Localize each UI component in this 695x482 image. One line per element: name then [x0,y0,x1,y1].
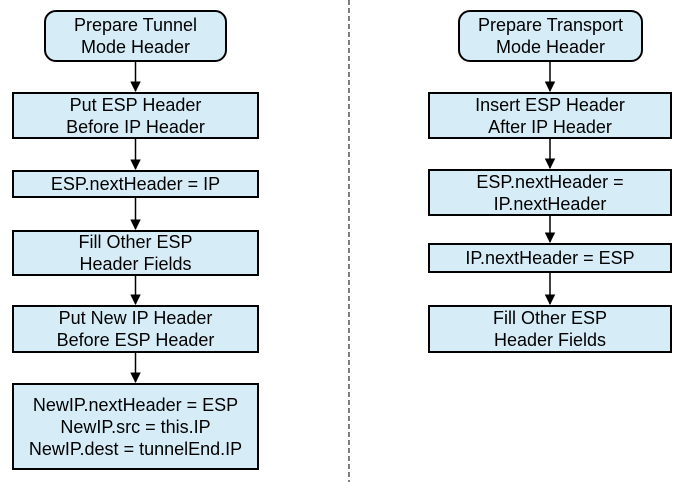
node-line: Insert ESP Header [475,94,625,115]
node-fill-other-esp-header-fields-transport: Fill Other ESP Header Fields [428,305,672,353]
node-line: Fill Other ESP [78,232,193,252]
node-line: NewIP.src = this.IP [60,416,211,437]
node-put-new-ip-header-before-esp-header: Put New IP Header Before ESP Header [12,305,259,353]
node-line: NewIP.dest = tunnelEnd.IP [28,438,243,459]
node-line: Header Fields [493,330,607,350]
node-line: Mode Header [495,37,606,57]
node-ip-nextheader-equals-esp: IP.nextHeader = ESP [428,243,672,273]
node-line: ESP.nextHeader = [476,171,624,192]
node-prepare-transport-mode-header: Prepare Transport Mode Header [458,10,643,62]
node-line: Prepare Tunnel [73,15,198,35]
node-fill-other-esp-header-fields-tunnel: Fill Other ESP Header Fields [12,230,259,276]
node-line: IP.nextHeader [493,193,607,214]
node-line: Before ESP Header [56,330,215,350]
node-line: After IP Header [488,116,612,137]
node-line: NewIP.nextHeader = ESP [32,394,239,415]
node-line: IP.nextHeader = ESP [465,248,635,268]
node-esp-nextheader-equals-ip: ESP.nextHeader = IP [12,170,259,198]
node-put-esp-header-before-ip-header: Put ESP Header Before IP Header [12,92,259,139]
node-line: Fill Other ESP [492,308,608,328]
node-line: Header Fields [79,254,192,274]
node-line: Put New IP Header [58,308,213,328]
node-line: Prepare Transport [477,15,624,35]
node-esp-nextheader-equals-ip-nextheader: ESP.nextHeader = IP.nextHeader [428,169,672,216]
node-line: Before IP Header [66,116,205,137]
node-insert-esp-header-after-ip-header: Insert ESP Header After IP Header [428,92,672,139]
node-prepare-tunnel-mode-header: Prepare Tunnel Mode Header [44,10,227,62]
node-line: Put ESP Header [69,94,202,115]
node-newip-field-assignments: NewIP.nextHeader = ESP NewIP.src = this.… [12,383,259,470]
node-line: Mode Header [80,37,191,57]
node-line: ESP.nextHeader = IP [50,174,221,194]
